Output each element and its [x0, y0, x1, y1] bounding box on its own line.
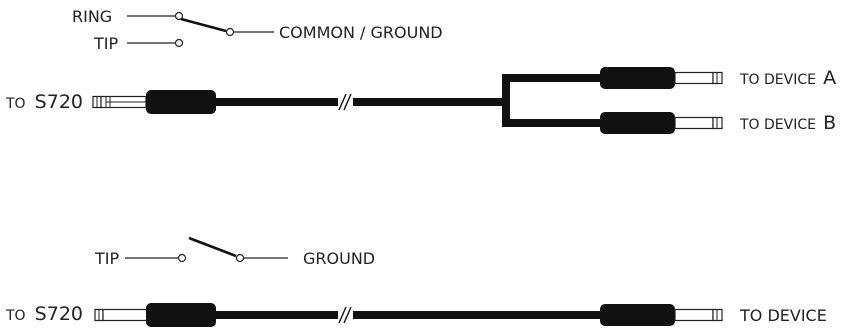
- y-input-plug: [92, 90, 216, 114]
- y-cable-break: [338, 93, 352, 111]
- device-a-plug-body: [600, 67, 675, 89]
- ring-label: RING: [72, 7, 112, 26]
- device-b-plug: [600, 112, 723, 134]
- mono-input-plug-body: [146, 303, 216, 327]
- y-split-junction: [502, 74, 602, 127]
- mono-cable-break: [338, 306, 352, 324]
- mono-source-name: S720: [35, 303, 83, 325]
- common-ground-label: COMMON / GROUND: [279, 23, 443, 42]
- device-a-suffix: A: [823, 67, 836, 89]
- mono-ground-label: GROUND: [303, 249, 375, 268]
- mono-cable-segment-left: [214, 311, 338, 319]
- mono-source-prefix: TO: [5, 308, 26, 324]
- mono-device-label: TO DEVICE: [739, 306, 827, 325]
- ring-terminal: [174, 11, 184, 21]
- mono-cable: TO S720 TO DEVICE: [5, 303, 827, 327]
- mono-input-plug: [94, 303, 216, 327]
- device-a-label: TO DEVICE A: [739, 67, 836, 89]
- y-input-plug-body: [146, 90, 216, 114]
- device-b-plug-body: [600, 112, 675, 134]
- device-a-prefix: TO DEVICE: [739, 72, 816, 88]
- stereo-switch-schematic: RING TIP COMMON / GROUND: [72, 7, 443, 53]
- mono-device-plug-body: [600, 304, 675, 326]
- y-cable-segment-right: [353, 98, 506, 106]
- tip-label: TIP: [93, 34, 118, 53]
- device-b-label: TO DEVICE B: [739, 112, 836, 134]
- mono-cable-segment-right: [353, 311, 602, 319]
- device-a-plug: [600, 67, 723, 89]
- y-splitter-cable: TO S720 TO DEVICE: [5, 67, 836, 134]
- y-source-name: S720: [35, 91, 83, 113]
- mono-tip-label: TIP: [94, 249, 119, 268]
- device-b-suffix: B: [823, 112, 836, 134]
- mono-tip-terminal: [177, 253, 187, 263]
- mono-switch-arm: [188, 236, 237, 258]
- mono-switch-schematic: TIP GROUND: [94, 236, 375, 268]
- y-cable-segment-left: [214, 98, 338, 106]
- y-source-prefix: TO: [5, 96, 26, 112]
- switch-arm: [180, 17, 227, 33]
- y-source-label: TO S720: [5, 91, 83, 113]
- tip-terminal: [174, 38, 184, 48]
- common-terminal: [225, 27, 235, 37]
- mono-device-plug: [600, 304, 723, 326]
- mono-source-label: TO S720: [5, 303, 83, 325]
- mono-ground-terminal: [235, 253, 245, 263]
- device-b-prefix: TO DEVICE: [739, 117, 816, 133]
